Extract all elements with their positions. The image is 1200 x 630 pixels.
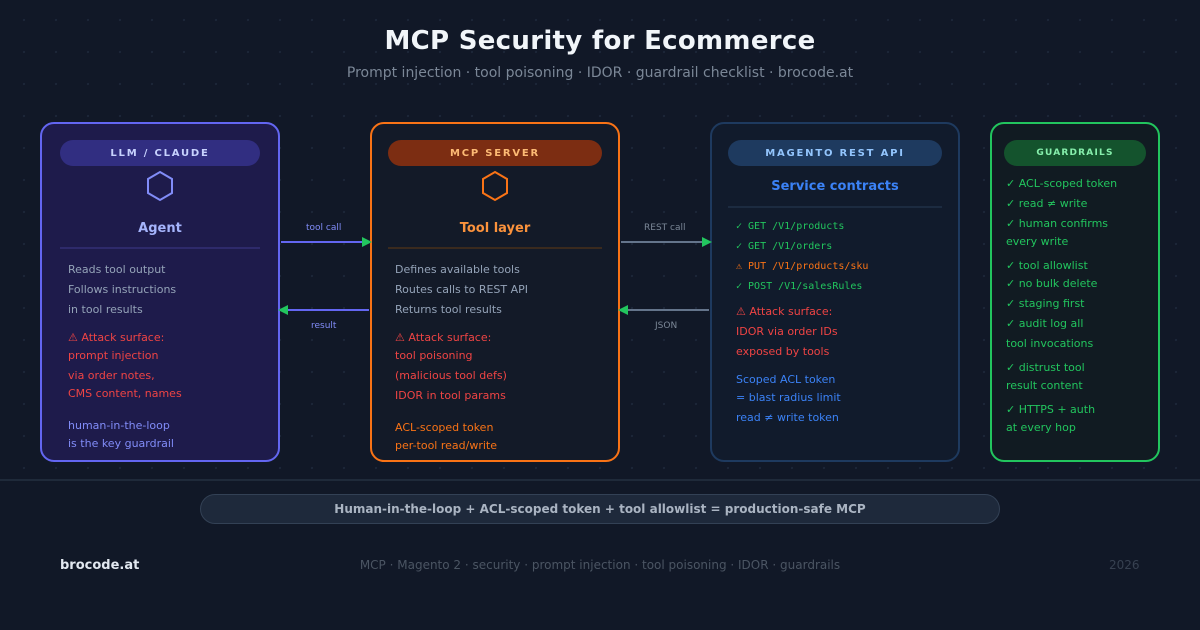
magento-note-line: = blast radius limit [736, 391, 841, 404]
guardrail-item: at every hop [1006, 421, 1076, 434]
guardrail-item: ✓ ACL-scoped token [1006, 177, 1118, 190]
magento-endpoint: ⚠ PUT /V1/products/sku [736, 261, 869, 272]
llm-heading: Agent [138, 221, 182, 236]
mcp-attack-line: (malicious tool defs) [395, 369, 507, 382]
magento-endpoint: ✓ GET /V1/orders [736, 241, 833, 252]
guardrails-card: GUARDRAILS ✓ ACL-scoped token ✓ read ≠ w… [990, 122, 1160, 462]
rest-call-label: REST call [644, 223, 686, 233]
json-label: JSON [655, 321, 678, 331]
mcp-heading: Tool layer [459, 221, 531, 236]
magento-heading: Service contracts [771, 179, 899, 194]
guardrail-item: ✓ staging first [1006, 297, 1085, 310]
hexagon-icon [482, 170, 508, 202]
footer-brand: brocode.at [60, 558, 140, 573]
llm-line: Reads tool output [68, 263, 166, 276]
magento-endpoint: ✓ GET /V1/products [736, 221, 845, 232]
tool-call-label: tool call [306, 223, 342, 233]
magento-attack-line: exposed by tools [736, 345, 830, 358]
json-arrow [618, 305, 709, 315]
magento-attack-line: ⚠ Attack surface: [736, 305, 833, 318]
llm-line: in tool results [68, 303, 143, 316]
guardrail-item: ✓ distrust tool [1006, 361, 1085, 374]
llm-card: LLM / CLAUDE Agent Reads tool output Fol… [40, 122, 280, 462]
mcp-line: Routes calls to REST API [395, 283, 529, 296]
result-arrow [278, 305, 369, 315]
rest-call-arrow [621, 237, 712, 247]
guardrails-pill: GUARDRAILS [1004, 140, 1146, 166]
mcp-note-line: per-tool read/write [395, 439, 497, 452]
result-label: result [311, 321, 337, 331]
llm-pill: LLM / CLAUDE [60, 140, 260, 166]
guardrail-item: tool invocations [1006, 337, 1094, 350]
llm-divider [60, 247, 260, 249]
llm-attack-line: prompt injection [68, 349, 159, 362]
guardrail-item: ✓ audit log all [1006, 317, 1084, 330]
guardrail-item: ✓ read ≠ write [1006, 197, 1088, 210]
llm-attack-line: via order notes, [68, 369, 155, 382]
magento-attack-line: IDOR via order IDs [736, 325, 838, 338]
llm-attack-line: CMS content, names [68, 387, 182, 400]
magento-endpoint: ✓ POST /V1/salesRules [736, 281, 863, 292]
mcp-divider [388, 247, 602, 249]
hexagon-icon [147, 170, 173, 202]
footer-tags: MCP · Magento 2 · security · prompt inje… [359, 558, 841, 572]
guardrail-item: ✓ human confirms [1006, 217, 1109, 230]
mcp-pill: MCP SERVER [388, 140, 602, 166]
magento-pill: MAGENTO REST API [728, 140, 942, 166]
mcp-attack-line: IDOR in tool params [395, 389, 506, 402]
summary-banner: Human-in-the-loop + ACL-scoped token + t… [200, 494, 1000, 524]
mcp-attack-line: ⚠ Attack surface: [395, 331, 492, 344]
mcp-line: Defines available tools [395, 263, 520, 276]
page-title: MCP Security for Ecommerce [384, 26, 816, 56]
llm-attack-line: ⚠ Attack surface: [68, 331, 165, 344]
llm-note-line: human-in-the-loop [68, 419, 170, 432]
magento-card: MAGENTO REST API Service contracts ✓ GET… [710, 122, 960, 462]
magento-note-line: read ≠ write token [736, 411, 839, 424]
guardrail-item: ✓ HTTPS + auth [1006, 403, 1096, 416]
magento-divider [728, 206, 942, 208]
tool-call-arrow [281, 237, 372, 247]
guardrail-item: ✓ no bulk delete [1006, 277, 1098, 290]
mcp-card: MCP SERVER Tool layer Defines available … [370, 122, 620, 462]
guardrail-item: ✓ tool allowlist [1006, 259, 1088, 272]
footer-year: 2026 [1109, 558, 1140, 572]
mcp-note-line: ACL-scoped token [395, 421, 494, 434]
guardrail-item: every write [1006, 235, 1069, 248]
llm-note-line: is the key guardrail [68, 437, 174, 450]
page-subtitle: Prompt injection · tool poisoning · IDOR… [346, 65, 854, 81]
magento-note-line: Scoped ACL token [736, 373, 836, 386]
section-divider [0, 479, 1200, 481]
flow-arrows [278, 237, 712, 315]
mcp-attack-line: tool poisoning [395, 349, 473, 362]
llm-line: Follows instructions [68, 283, 177, 296]
mcp-line: Returns tool results [395, 303, 502, 316]
guardrail-item: result content [1006, 379, 1083, 392]
